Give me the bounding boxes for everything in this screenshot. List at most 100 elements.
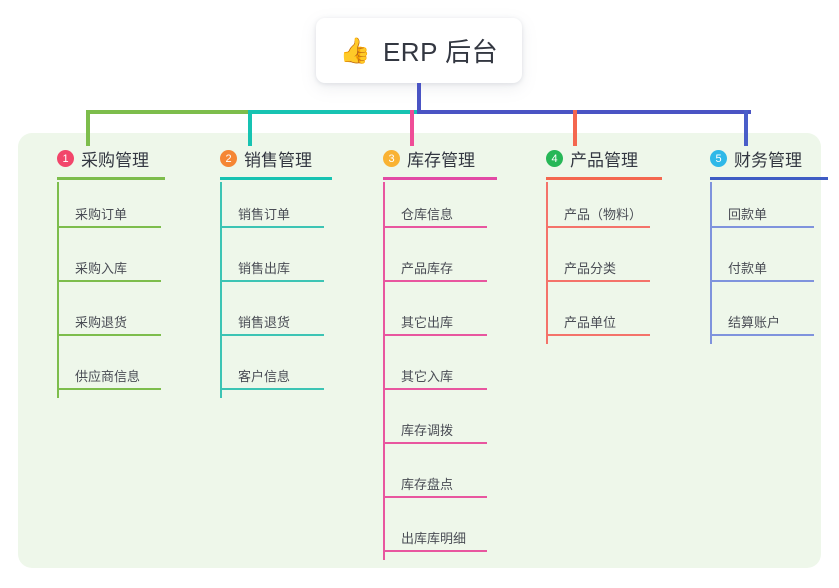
category-column-3: 3 库存管理仓库信息产品库存其它出库其它入库库存调拨库存盘点出库库明细 [363, 146, 497, 560]
leaf-item[interactable]: 结算账户 [710, 290, 814, 336]
leaf-item-underline [383, 442, 487, 444]
leaf-item-underline [546, 226, 650, 228]
leaf-item[interactable]: 其它入库 [383, 344, 487, 390]
leaf-item-underline [220, 388, 324, 390]
leaf-item-label: 产品单位 [564, 315, 617, 330]
leaf-item-underline [383, 496, 487, 498]
leaf-item[interactable]: 采购入库 [57, 236, 161, 282]
content-panel [18, 133, 821, 568]
leaf-item-underline [546, 280, 650, 282]
leaf-item[interactable]: 采购订单 [57, 182, 161, 228]
leaf-item-label: 库存盘点 [401, 477, 454, 492]
leaf-item-underline [383, 226, 487, 228]
category-badge-3: 3 [383, 150, 400, 167]
category-column-4: 4 产品管理产品（物料） 产品分类产品单位 [526, 146, 662, 344]
leaf-item-underline [710, 280, 814, 282]
leaf-item-label: 产品库存 [401, 261, 454, 276]
category-header-5[interactable]: 5 财务管理 [690, 146, 802, 171]
leaf-item-label: 库存调拨 [401, 423, 454, 438]
leaf-item-underline [546, 334, 650, 336]
leaf-item-label: 结算账户 [728, 315, 781, 330]
leaf-item[interactable]: 供应商信息 [57, 344, 161, 390]
category-badge-5: 5 [710, 150, 727, 167]
leaf-item[interactable]: 销售出库 [220, 236, 324, 282]
root-trunk-line [417, 83, 421, 114]
category-badge-2: 2 [220, 150, 237, 167]
leaf-item-label: 出库库明细 [401, 531, 467, 546]
leaf-item-underline [710, 226, 814, 228]
leaf-item[interactable]: 产品（物料） [546, 182, 650, 228]
leaf-item-underline [383, 550, 487, 552]
leaf-item-underline [710, 334, 814, 336]
connector-drop-2 [248, 110, 252, 146]
connector-drop-1 [86, 110, 90, 146]
category-title-5: 财务管理 [734, 151, 802, 170]
leaf-item[interactable]: 库存盘点 [383, 452, 487, 498]
leaf-item-underline [57, 334, 161, 336]
leaf-item-underline [220, 334, 324, 336]
leaf-item-underline [383, 280, 487, 282]
leaf-item-underline [383, 334, 487, 336]
leaf-item[interactable]: 产品库存 [383, 236, 487, 282]
category-header-4[interactable]: 4 产品管理 [526, 146, 638, 171]
category-underline-5 [710, 177, 828, 180]
thumbs-up-icon: 👍 [339, 36, 371, 65]
connector-bar-segment-3 [417, 110, 751, 114]
leaf-item[interactable]: 采购退货 [57, 290, 161, 336]
category-spine-5 [710, 182, 712, 344]
category-column-5: 5 财务管理回款单付款单结算账户 [690, 146, 828, 344]
leaf-item-label: 客户信息 [238, 369, 291, 384]
leaf-item-label: 销售退货 [238, 315, 291, 330]
leaf-item[interactable]: 回款单 [710, 182, 814, 228]
category-title-4: 产品管理 [570, 151, 638, 170]
leaf-item-label: 付款单 [728, 261, 768, 276]
category-title-3: 库存管理 [407, 151, 475, 170]
category-spine-4 [546, 182, 548, 344]
leaf-item-underline [220, 280, 324, 282]
leaf-item-label: 采购订单 [75, 207, 128, 222]
category-underline-4 [546, 177, 662, 180]
leaf-item[interactable]: 出库库明细 [383, 506, 487, 552]
category-spine-2 [220, 182, 222, 398]
leaf-item-label: 销售出库 [238, 261, 291, 276]
leaf-item-label: 销售订单 [238, 207, 291, 222]
leaf-item-label: 采购入库 [75, 261, 128, 276]
leaf-item-label: 采购退货 [75, 315, 128, 330]
leaf-item[interactable]: 其它出库 [383, 290, 487, 336]
root-node[interactable]: 👍 ERP 后台 [316, 18, 522, 83]
connector-drop-4 [573, 110, 577, 146]
leaf-item-underline [57, 226, 161, 228]
category-spine-3 [383, 182, 385, 560]
category-underline-1 [57, 177, 165, 180]
leaf-item-label: 其它入库 [401, 369, 454, 384]
leaf-item-underline [383, 388, 487, 390]
leaf-item-label: 仓库信息 [401, 207, 454, 222]
category-badge-4: 4 [546, 150, 563, 167]
leaf-item[interactable]: 销售订单 [220, 182, 324, 228]
connector-drop-3 [410, 110, 414, 146]
category-spine-1 [57, 182, 59, 398]
connector-bar-segment-1 [87, 110, 254, 114]
leaf-item[interactable]: 库存调拨 [383, 398, 487, 444]
category-header-3[interactable]: 3 库存管理 [363, 146, 475, 171]
leaf-item-underline [220, 226, 324, 228]
leaf-item-label: 回款单 [728, 207, 768, 222]
leaf-item-label: 产品（物料） [564, 207, 643, 222]
category-title-1: 采购管理 [81, 151, 149, 170]
leaf-item[interactable]: 客户信息 [220, 344, 324, 390]
leaf-item[interactable]: 销售退货 [220, 290, 324, 336]
leaf-item[interactable]: 付款单 [710, 236, 814, 282]
leaf-item[interactable]: 产品分类 [546, 236, 650, 282]
connector-drop-5 [744, 110, 748, 146]
connector-bar-segment-2 [250, 110, 419, 114]
root-node-title: ERP 后台 [382, 37, 499, 67]
leaf-item-label: 供应商信息 [75, 369, 141, 384]
leaf-item-label: 产品分类 [564, 261, 617, 276]
leaf-item[interactable]: 仓库信息 [383, 182, 487, 228]
leaf-item[interactable]: 产品单位 [546, 290, 650, 336]
